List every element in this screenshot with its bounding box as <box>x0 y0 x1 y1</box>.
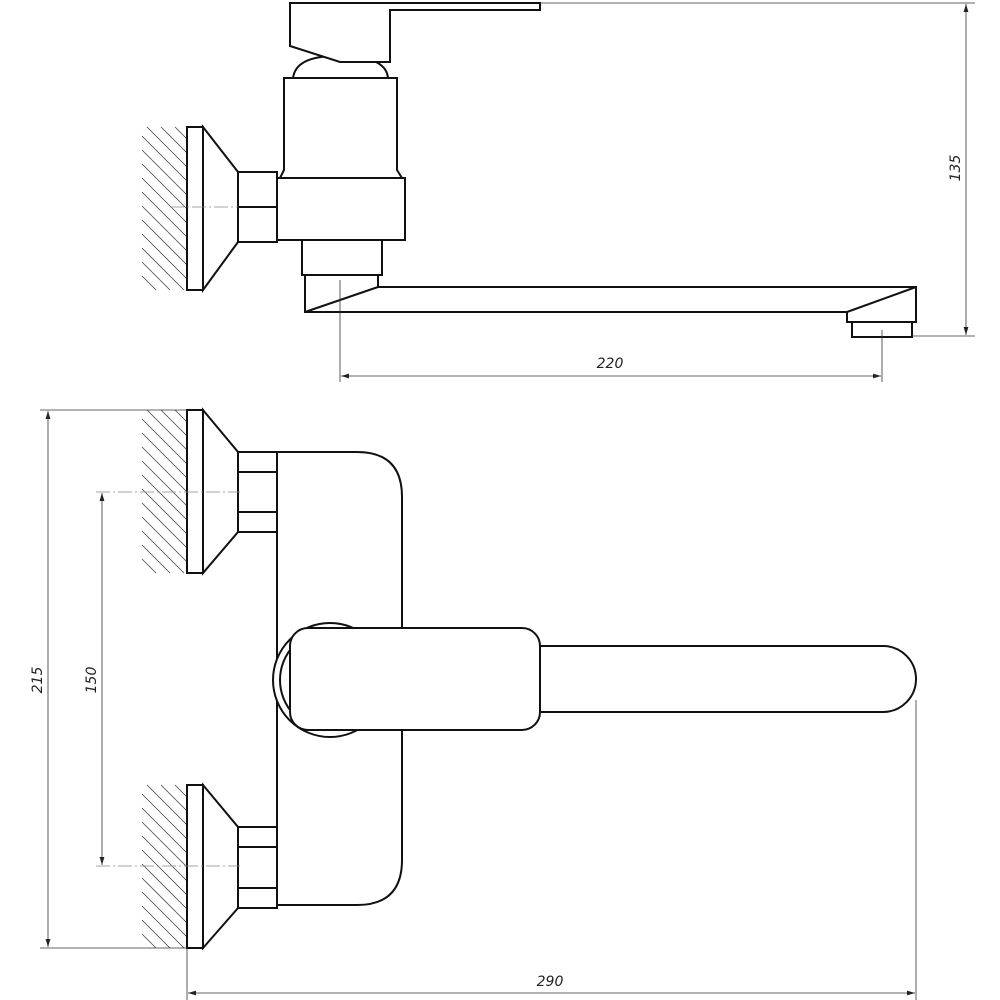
hatch-line <box>141 275 157 291</box>
dimension-label-135: 135 <box>948 155 964 182</box>
hatch-line <box>141 516 188 563</box>
front-lower-escutcheon-cone <box>202 782 239 951</box>
hatch-line <box>141 135 188 182</box>
hatch-line <box>141 460 188 507</box>
hatch-line <box>141 793 188 840</box>
dimension-label-150: 150 <box>84 667 100 694</box>
hatch-line <box>174 409 188 423</box>
front-view: 215 150 290 <box>30 407 917 1000</box>
wall-hatch <box>141 409 188 574</box>
dimension-135: 135 <box>540 2 975 337</box>
hatch-line <box>141 177 188 224</box>
side-escutcheon-plate <box>186 126 204 291</box>
hatch-line <box>141 807 188 854</box>
dimension-215: 215 <box>30 409 187 949</box>
hatch-line <box>141 502 188 549</box>
hatch-line <box>141 219 188 266</box>
hatch-line <box>141 905 185 949</box>
hatch-line <box>174 126 188 140</box>
hatch-line <box>141 821 188 868</box>
hatch-line <box>141 891 188 938</box>
hatch-line <box>141 544 171 574</box>
side-lever-handle <box>289 2 541 63</box>
hatch-line <box>141 474 188 521</box>
hatch-line <box>141 233 188 280</box>
hatch-line <box>141 446 188 493</box>
hatch-line <box>141 933 157 949</box>
hatch-line <box>141 558 157 574</box>
hatch-line <box>141 191 188 238</box>
hatch-line <box>141 530 185 574</box>
hatch-line <box>141 149 188 196</box>
wall-hatch <box>141 784 188 949</box>
hatch-line <box>160 784 188 812</box>
side-spout-collar <box>301 239 383 276</box>
front-upper-nut <box>237 451 278 533</box>
dimension-150: 150 <box>84 493 105 865</box>
hatch-line <box>141 877 188 924</box>
hatch-line <box>141 432 188 479</box>
dimension-220: 220 <box>339 280 883 382</box>
front-lever-arm <box>519 645 917 713</box>
side-view: 135 220 <box>141 2 975 382</box>
hatch-line <box>141 418 188 465</box>
hatch-line <box>141 835 188 882</box>
hatch-line <box>146 784 188 826</box>
front-lower-escutcheon-plate <box>186 784 204 949</box>
dimension-label-220: 220 <box>597 356 624 372</box>
side-escutcheon-cone <box>202 124 239 294</box>
hatch-line <box>146 409 188 451</box>
hatch-line <box>141 849 188 896</box>
front-upper-escutcheon-plate <box>186 409 204 574</box>
front-lever-head <box>289 627 541 731</box>
dimension-290: 290 <box>186 700 917 1000</box>
dimension-label-290: 290 <box>537 974 564 990</box>
side-spout <box>304 274 917 323</box>
hatch-line <box>141 261 171 291</box>
hatch-line <box>141 163 188 210</box>
front-upper-escutcheon-cone <box>202 407 239 576</box>
hatch-line <box>141 205 188 252</box>
hatch-line <box>146 126 188 168</box>
hatch-line <box>141 863 188 910</box>
hatch-line <box>160 126 188 154</box>
hatch-line <box>141 919 171 949</box>
side-body <box>278 77 404 179</box>
hatch-line <box>160 409 188 437</box>
front-lower-nut <box>237 826 278 909</box>
dimension-label-215: 215 <box>30 667 46 694</box>
wall-hatch <box>141 126 188 291</box>
hatch-line <box>174 784 188 798</box>
hatch-line <box>141 488 188 535</box>
side-lower-body <box>276 177 406 241</box>
hatch-line <box>141 247 185 291</box>
